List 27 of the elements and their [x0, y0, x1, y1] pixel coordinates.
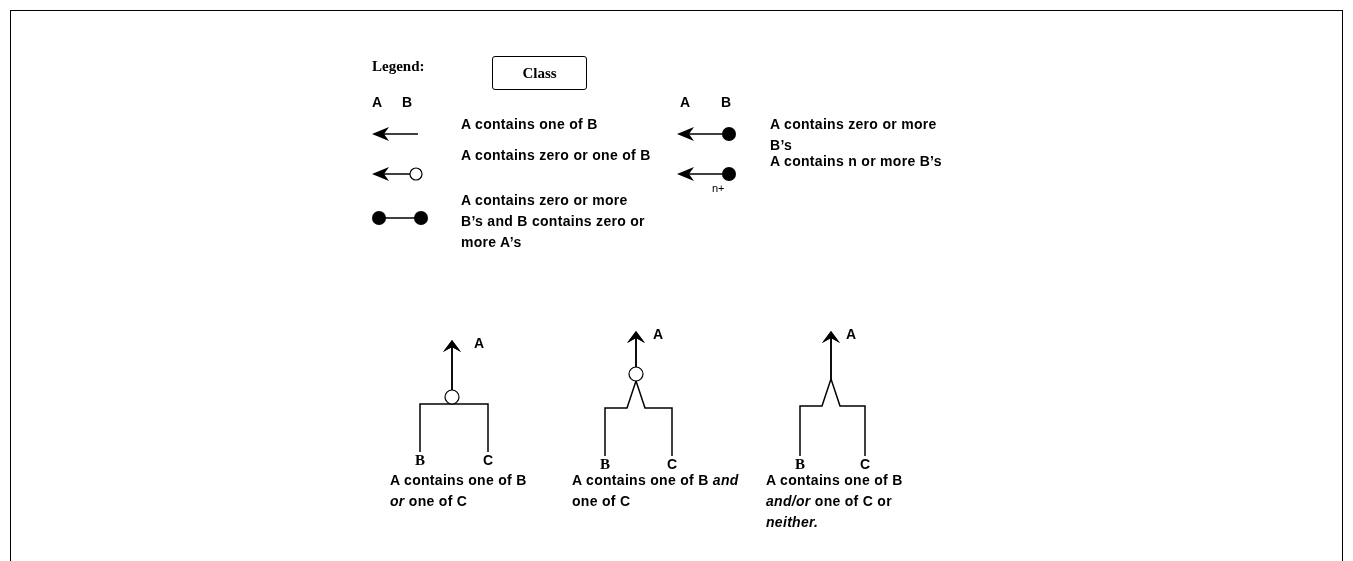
connector-arrow	[822, 331, 866, 457]
connector-arrow	[443, 340, 489, 453]
legend-text: A contains zero or one of B	[461, 146, 651, 165]
caption: A contains one of B and one of C	[572, 471, 740, 511]
class-letter: C	[483, 452, 494, 468]
role-letter: B	[402, 94, 413, 110]
legend-text: A contains n or more B’s	[770, 152, 943, 171]
class-letter: C	[860, 456, 871, 472]
role-letter: A	[372, 94, 383, 110]
caption: A contains one of B and/or one of C or neither.	[766, 471, 904, 532]
class-letter: B	[600, 456, 610, 472]
class-letter: A	[846, 326, 857, 342]
caption: A contains one of B or one of C	[390, 471, 528, 511]
multiplicity-label: n+	[712, 182, 725, 194]
class-letter: A	[474, 335, 485, 351]
legend-text: A contains one of B	[461, 115, 599, 134]
class-box: Class	[492, 56, 587, 90]
legend-heading: Legend:	[372, 58, 425, 74]
class-letter: A	[653, 326, 664, 342]
role-letter: A	[680, 94, 691, 110]
legend-text: A contains zero or more B’s	[770, 115, 938, 155]
connector-arrow	[627, 331, 673, 457]
class-letter: C	[667, 456, 678, 472]
legend-text: A contains zero or more B’s and B contains zero or more A’s	[461, 191, 646, 252]
class-letter: B	[795, 456, 805, 472]
class-letter: B	[415, 452, 425, 468]
role-letter: B	[721, 94, 732, 110]
